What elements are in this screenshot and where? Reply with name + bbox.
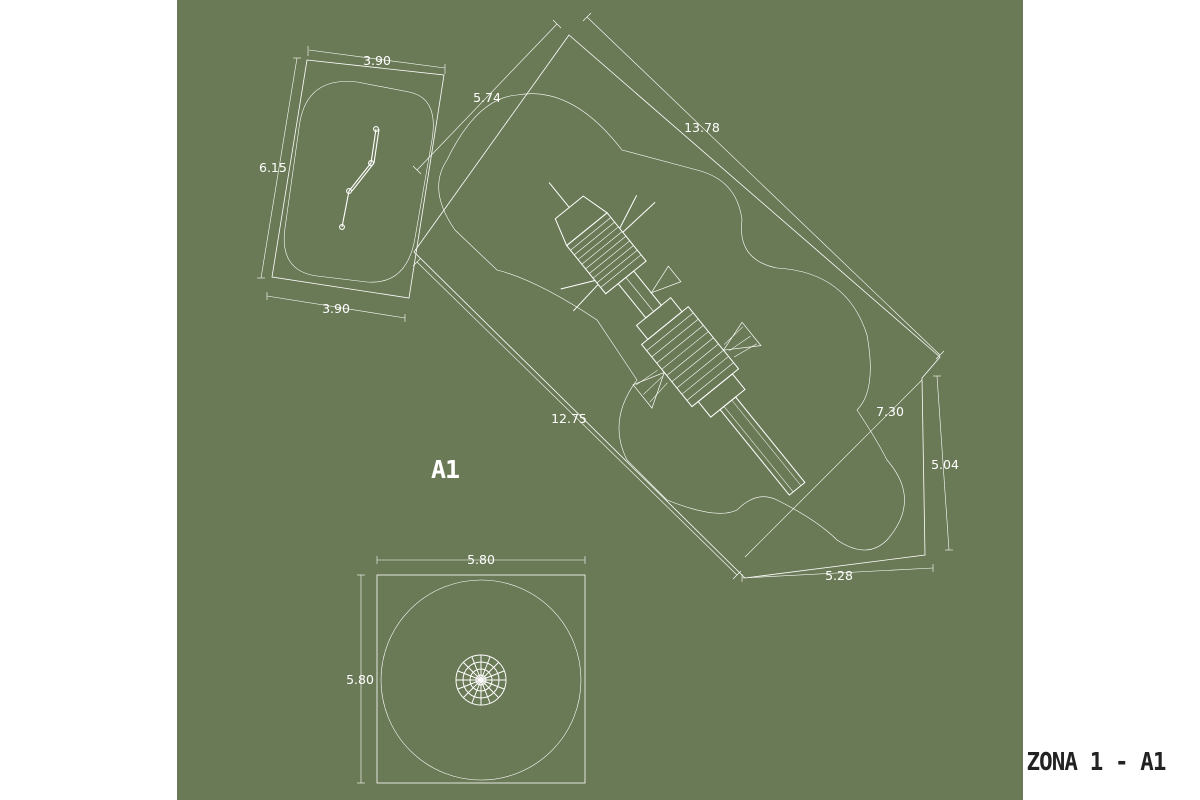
site-plan-drawing: 3.90 6.15 3.90 5.74 13.78 12.75 7.30 5.0… <box>177 0 1023 800</box>
dim-square-height: 5.80 <box>346 672 374 687</box>
dim-bottom-width: 5.28 <box>825 568 853 583</box>
big-area-outline <box>413 34 941 579</box>
square-area-outline <box>376 574 586 784</box>
dim-big-top-length: 13.78 <box>684 120 720 135</box>
dim-rect-height: 6.15 <box>259 160 287 175</box>
spider-web-net-icon <box>455 654 507 706</box>
play-structure-icon <box>548 182 806 496</box>
sheet-title: ZONA 1 - A1 <box>1026 747 1167 776</box>
rect-dimension-lines <box>257 46 446 322</box>
plan-background <box>177 0 1023 800</box>
dim-big-bottom-length: 12.75 <box>551 411 587 426</box>
zone-label: A1 <box>431 455 459 484</box>
big-dimension-lines <box>412 12 953 582</box>
dim-right-height: 5.04 <box>931 457 959 472</box>
site-plan-panel: 3.90 6.15 3.90 5.74 13.78 12.75 7.30 5.0… <box>177 0 1023 800</box>
rect-area-outline <box>271 59 445 299</box>
square-dimension-lines <box>357 556 586 784</box>
dim-rect-bottom-width: 3.90 <box>322 301 350 316</box>
swing-frame-icon <box>339 126 380 230</box>
dim-rect-top-width: 3.90 <box>363 53 391 68</box>
dim-big-end-width: 7.30 <box>876 404 904 419</box>
dim-gap-diagonal: 5.74 <box>473 90 501 105</box>
dim-square-width: 5.80 <box>467 552 495 567</box>
